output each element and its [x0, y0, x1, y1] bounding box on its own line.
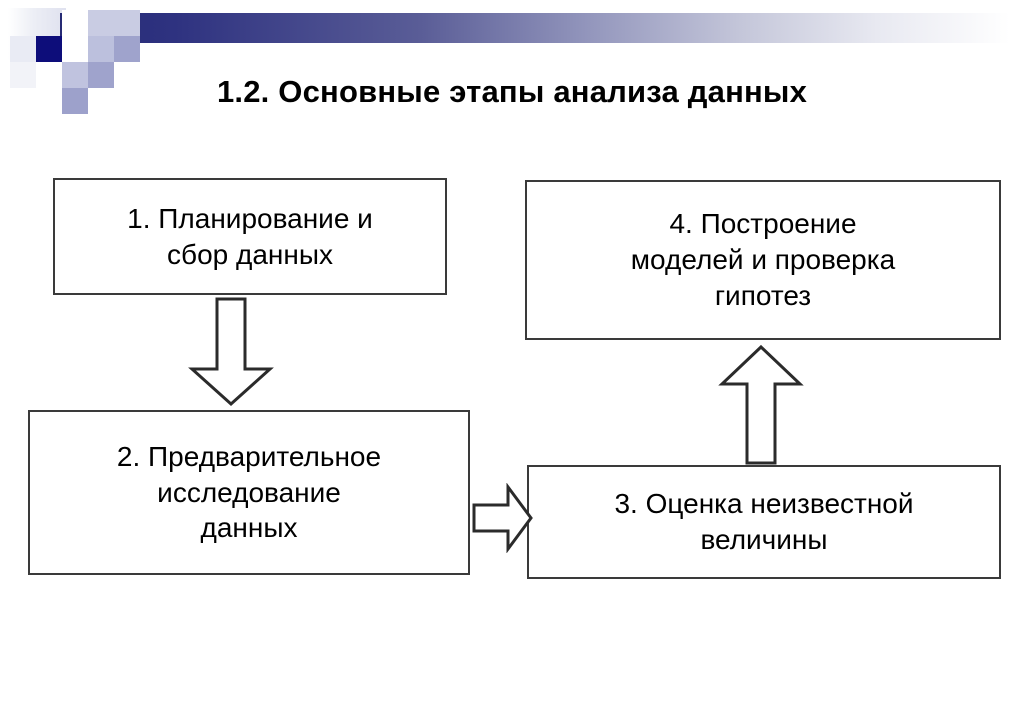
process-box-preliminary-research-label: 2. Предварительное исследование данных	[116, 440, 382, 544]
mosaic-square	[36, 36, 62, 62]
process-box-model-building[interactable]: 4. Построение моделей и проверка гипотез	[525, 180, 1001, 340]
arrow-up-icon	[718, 344, 804, 466]
process-box-model-building-label: 4. Построение моделей и проверка гипотез	[630, 208, 896, 311]
mosaic-square	[62, 88, 88, 114]
mosaic-square	[10, 36, 36, 62]
header-decoration	[0, 0, 1024, 114]
gradient-bar	[60, 13, 1010, 43]
mosaic-square	[62, 10, 88, 36]
mosaic-square	[10, 62, 36, 88]
mosaic-square	[114, 36, 140, 62]
mosaic-square	[88, 36, 114, 62]
mosaic-square	[114, 10, 140, 36]
process-box-planning[interactable]: 1. Планирование и сбор данных	[53, 178, 447, 295]
page-title: 1.2. Основные этапы анализа данных	[216, 74, 808, 109]
process-box-planning-label: 1. Планирование и сбор данных	[127, 202, 373, 270]
mosaic-square	[88, 10, 114, 36]
process-box-estimation[interactable]: 3. Оценка неизвестной величины	[527, 465, 1001, 579]
arrow-right-icon	[472, 483, 534, 553]
process-box-preliminary-research[interactable]: 2. Предварительное исследование данных	[28, 410, 470, 575]
mosaic-square	[36, 62, 62, 88]
mosaic-square	[62, 62, 88, 88]
arrow-down-icon	[188, 297, 274, 407]
process-box-estimation-label: 3. Оценка неизвестной величины	[614, 488, 914, 555]
mosaic-square	[62, 36, 88, 62]
mosaic-square	[88, 62, 114, 88]
